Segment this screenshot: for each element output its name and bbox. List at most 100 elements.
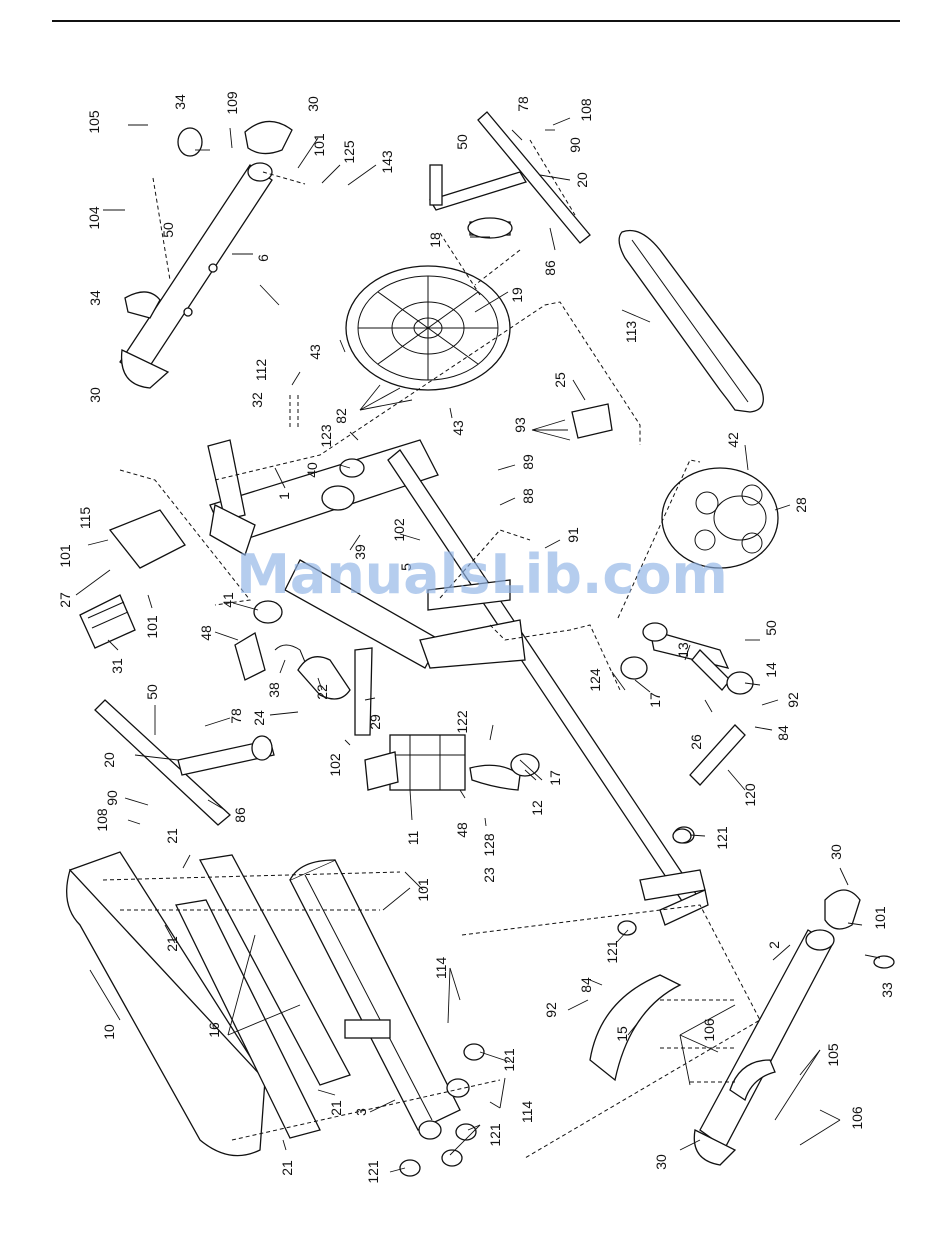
label-90: 90 [567, 137, 583, 153]
label-24: 24 [251, 710, 267, 726]
assembly-guides [102, 139, 761, 1159]
label-121d: 121 [501, 1048, 517, 1072]
label-88: 88 [520, 488, 536, 504]
label-143: 143 [379, 150, 395, 174]
label-21d: 21 [279, 1160, 295, 1176]
label-48: 48 [454, 822, 470, 838]
label-33: 33 [879, 982, 895, 998]
label-93: 93 [512, 417, 528, 433]
label-105b: 105 [825, 1043, 841, 1067]
label-84b: 84 [578, 977, 594, 993]
label-121c: 121 [365, 1160, 381, 1184]
label-50c: 50 [144, 684, 160, 700]
label-19: 19 [509, 287, 525, 303]
label-28: 28 [793, 497, 809, 513]
label-84: 84 [775, 725, 791, 741]
label-43: 43 [307, 344, 323, 360]
label-30c: 30 [828, 844, 844, 860]
label-38: 38 [266, 682, 282, 698]
label-106: 106 [701, 1018, 717, 1042]
part-shapes [66, 111, 895, 1177]
label-26: 26 [688, 734, 704, 750]
label-101: 101 [311, 133, 327, 157]
label-102: 102 [391, 518, 407, 542]
label-17b: 17 [647, 692, 663, 708]
label-92: 92 [785, 692, 801, 708]
label-128: 128 [481, 833, 497, 857]
label-5: 5 [398, 563, 414, 571]
label-20b: 20 [101, 752, 117, 768]
label-30b: 30 [87, 387, 103, 403]
label-41: 42 [725, 432, 741, 448]
label-20: 20 [574, 172, 590, 188]
label-23: 23 [481, 867, 497, 883]
label-25: 25 [552, 372, 568, 388]
label-104: 105 [86, 110, 102, 134]
label-30d: 30 [653, 1154, 669, 1170]
part-number-labels: 105 104 50 34 109 30 101 125 143 6 34 30… [57, 91, 895, 1184]
label-124: 124 [587, 668, 603, 692]
label-115: 115 [77, 507, 93, 530]
label-114b: 114 [519, 1101, 535, 1124]
label-13: 13 [675, 642, 691, 658]
label-43b: 43 [450, 420, 466, 436]
label-122: 122 [454, 710, 470, 734]
label-34: 34 [172, 94, 188, 110]
label-32: 32 [249, 392, 265, 408]
label-1: 1 [276, 492, 292, 500]
leader-lines [75, 117, 881, 1173]
label-31: 31 [109, 658, 125, 674]
label-14: 14 [763, 662, 779, 678]
label-82: 82 [333, 408, 349, 424]
label-123: 123 [318, 424, 334, 448]
label-121b: 121 [604, 940, 620, 964]
label-27: 27 [57, 592, 73, 608]
label-3: 3 [353, 1108, 369, 1116]
label-39: 39 [352, 544, 368, 560]
label-21c: 21 [328, 1100, 344, 1116]
label-21: 21 [164, 936, 180, 952]
label-15: 15 [614, 1026, 630, 1042]
label-91: 91 [565, 527, 581, 543]
label-102b: 102 [327, 753, 343, 777]
label-114: 114 [433, 957, 449, 980]
label-40: 40 [304, 462, 320, 478]
label-18: 18 [427, 232, 443, 248]
label-42: 48 [198, 625, 214, 641]
label-12: 12 [529, 800, 545, 816]
label-17: 17 [547, 770, 563, 786]
label-104b: 106 [849, 1106, 865, 1130]
label-101d: 101 [872, 906, 888, 930]
label-120: 120 [742, 783, 758, 807]
label-6: 6 [255, 254, 271, 262]
label-10: 10 [101, 1024, 117, 1040]
label-78: 78 [515, 96, 531, 112]
label-125: 125 [341, 140, 357, 164]
label-30: 30 [305, 96, 321, 112]
label-109: 109 [224, 91, 240, 115]
label-113: 113 [623, 321, 639, 344]
label-16: 16 [206, 1022, 222, 1038]
label-101c: 101 [144, 615, 160, 639]
label-21b: 21 [164, 828, 180, 844]
label-50b: 50 [454, 134, 470, 150]
watermark: ManualsLib.com [236, 543, 728, 606]
label-108b: 108 [94, 808, 110, 832]
label-105: 104 [86, 206, 102, 230]
label-121: 121 [714, 826, 730, 850]
label-40b: 41 [220, 592, 236, 608]
label-101e: 101 [415, 878, 431, 902]
label-50: 50 [160, 222, 176, 238]
label-86b: 86 [232, 807, 248, 823]
label-92b: 92 [543, 1002, 559, 1018]
label-112: 112 [253, 359, 269, 382]
label-78b: 78 [228, 708, 244, 724]
label-2: 2 [766, 941, 782, 949]
label-101b: 101 [57, 544, 73, 568]
label-22: 22 [314, 684, 330, 700]
label-50d: 50 [763, 620, 779, 636]
label-34b: 34 [87, 290, 103, 306]
label-90b: 90 [104, 790, 120, 806]
label-89: 89 [520, 454, 536, 470]
